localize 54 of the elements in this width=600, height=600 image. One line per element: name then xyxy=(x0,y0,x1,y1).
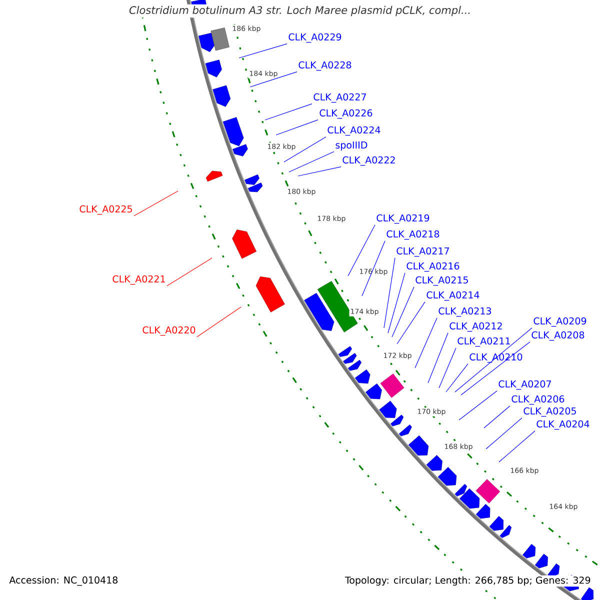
leader-line xyxy=(362,240,386,296)
gene-label: CLK_A0217 xyxy=(396,247,449,257)
leader-line xyxy=(446,364,468,392)
gene-label: CLK_A0227 xyxy=(314,93,366,103)
gene-label: CLK_A0208 xyxy=(532,331,584,341)
gene-label: CLK_A0220 xyxy=(142,326,196,336)
leader-line xyxy=(484,406,510,428)
gene-label: CLK_A0229 xyxy=(288,33,342,43)
leader-line xyxy=(392,286,414,338)
leader-line xyxy=(166,258,212,286)
leader-line xyxy=(388,272,406,334)
gene-label: CLK_A0213 xyxy=(438,307,492,317)
gene-label: CLK_A0228 xyxy=(298,61,352,71)
leader-line xyxy=(348,224,376,276)
gene-label: CLK_A0224 xyxy=(328,126,380,136)
gene-label: CLK_A0215 xyxy=(416,276,468,286)
gene-label: CLK_A0225 xyxy=(80,205,132,215)
gene-label: CLK_A0209 xyxy=(534,317,586,327)
leader-line xyxy=(414,318,438,368)
leader-line xyxy=(276,120,318,136)
gene-label: CLK_A0222 xyxy=(342,156,395,166)
leader-line xyxy=(458,390,498,420)
leader-line xyxy=(134,190,178,216)
leader-line xyxy=(396,302,426,344)
gene-label: CLK_A0221 xyxy=(112,275,165,285)
leader-line xyxy=(264,104,312,120)
leader-line xyxy=(288,151,334,172)
gene-label: CLK_A0206 xyxy=(512,395,564,405)
gene-label: CLK_A0219 xyxy=(376,214,430,224)
leader-line xyxy=(438,348,456,388)
gene-label: CLK_A0218 xyxy=(386,230,440,240)
info-text: Accession: NC_010418 xyxy=(8,575,120,587)
leader-line xyxy=(238,44,288,58)
leader-line xyxy=(284,136,326,162)
leader-line xyxy=(486,418,522,450)
gene-label: CLK_A0211 xyxy=(458,337,510,347)
gene-label: CLK_A0207 xyxy=(498,380,551,390)
gene-label: CLK_A0214 xyxy=(426,291,480,301)
title: Clostridium botulinum A3 str. Loch Maree plasmid pCLK, compl... xyxy=(128,4,472,18)
leader-line xyxy=(384,258,396,328)
leader-line xyxy=(196,306,242,338)
gene-label: CLK_A0216 xyxy=(406,262,460,272)
leader-line xyxy=(460,342,530,396)
leader-line xyxy=(298,166,342,176)
gene-label: CLK_A0205 xyxy=(524,407,576,417)
leader-line xyxy=(250,72,298,88)
leader-line xyxy=(454,328,532,392)
gene-label: CLK_A0204 xyxy=(536,420,590,430)
info-text: Topology: circular; Length: 266,785 bp; Genes: 329 xyxy=(344,575,592,587)
gene-label: CLK_A0212 xyxy=(450,322,502,332)
leader-line xyxy=(428,332,448,384)
gene-label: spoIIID xyxy=(336,142,368,150)
gene-label: CLK_A0226 xyxy=(320,109,372,119)
leader-line xyxy=(498,430,536,462)
